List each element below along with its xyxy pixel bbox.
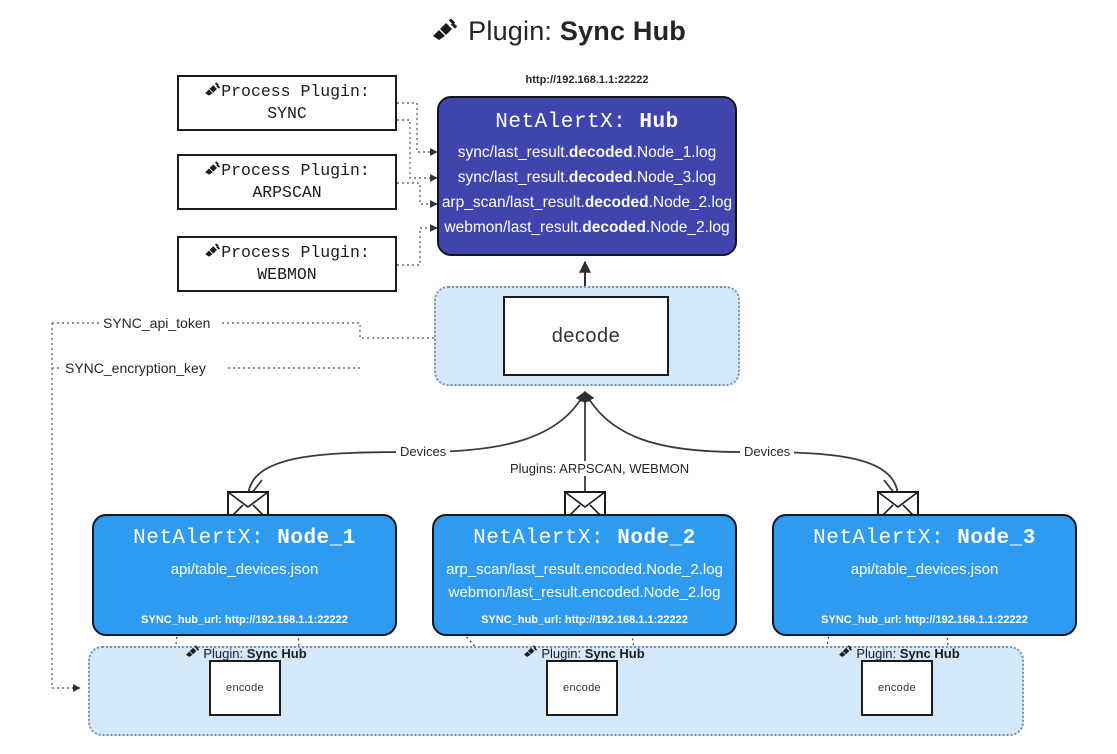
decode-box[interactable]: decode [503,296,669,376]
encoder-plugin-prefix: Plugin: [541,646,582,661]
node-row: arp_scan/last_result.encoded.Node_2.log [446,561,723,578]
process-plugin-label: Process Plugin: [221,82,370,102]
hub-row: sync/last_result.decoded.Node_1.log [439,140,735,165]
node-row: api/table_devices.json [850,561,999,578]
hub-row: arp_scan/last_result.decoded.Node_2.log [439,190,735,215]
page-title-prefix: Plugin: [468,16,553,46]
node-footer: SYNC_hub_url: http://192.168.1.1:22222 [774,614,1075,626]
encoder-plugin-prefix: Plugin: [856,646,897,661]
node-footer-key: SYNC_hub_url: [821,614,902,626]
node-title-prefix: NetAlertX: [473,527,605,550]
node-footer-value: http://192.168.1.1:22222 [904,614,1028,626]
encoder-2-label: Plugin: Sync Hub [523,645,645,661]
label-sync-api-token: SYNC_api_token [100,315,214,331]
plug-icon [185,645,202,661]
node-title: NetAlertX: Node_2 [434,527,735,550]
node-1[interactable]: NetAlertX: Node_1 api/table_devices.json… [92,514,397,636]
edge-arpscan-to-hub-row3 [397,182,438,208]
label-sync-encryption-key: SYNC_encryption_key [62,360,209,376]
encode-box-1[interactable]: encode [209,660,281,716]
node-title-prefix: NetAlertX: [813,527,945,550]
edge-label-devices-left: Devices [396,444,451,459]
node-footer: SYNC_hub_url: http://192.168.1.1:22222 [434,614,735,626]
hub-row-mid: decoded [584,194,649,212]
node-title-prefix: NetAlertX: [133,527,265,550]
hub-row-pre: sync/last_result. [457,169,569,187]
hub-row-mid: decoded [582,219,646,237]
plug-icon [204,82,221,104]
hub-row-pre: webmon/last_result. [444,219,583,237]
node-title: NetAlertX: Node_1 [94,527,395,550]
hub-row-mid: decoded [568,144,633,161]
hub-row-mid: decoded [568,169,633,187]
node-footer: SYNC_hub_url: http://192.168.1.1:22222 [94,614,395,626]
node-rows: api/table_devices.json [774,558,1075,581]
node-title: NetAlertX: Node_3 [774,527,1075,550]
node-rows: api/table_devices.json [94,558,395,581]
hub-node[interactable]: NetAlertX: Hub sync/last_result.decoded.… [437,96,737,256]
node-rows: arp_scan/last_result.encoded.Node_2.log … [434,558,735,605]
node-title-name: Node_2 [617,527,696,550]
hub-title-name: Hub [639,111,679,134]
encoder-plugin-name: Sync Hub [899,646,960,661]
node-title-name: Node_1 [277,527,356,550]
page-title: Plugin: Sync Hub [0,16,1117,49]
process-plugin-sync[interactable]: Process Plugin: SYNC [177,75,397,131]
node-3[interactable]: NetAlertX: Node_3 api/table_devices.json… [772,514,1077,636]
process-plugin-label: Process Plugin: [221,161,370,181]
process-plugin-value: SYNC [267,103,307,123]
hub-row: webmon/last_result.decoded.Node_2.log [439,215,735,240]
process-plugin-label: Process Plugin: [221,243,370,263]
hub-row-post: .Node_3.log [632,169,717,187]
hub-row-post: .Node_2.log [645,219,730,237]
hub-row-post: .Node_2.log [648,194,733,212]
hub-row-pre: sync/last_result. [457,144,569,161]
node-2[interactable]: NetAlertX: Node_2 arp_scan/last_result.e… [432,514,737,636]
edge-label-devices-right: Devices [740,444,795,459]
encoder-plugin-name: Sync Hub [246,646,307,661]
page-title-name: Sync Hub [559,16,686,46]
node-footer-key: SYNC_hub_url: [141,614,222,626]
plug-icon [838,645,855,661]
process-plugin-value: WEBMON [257,264,317,284]
node-title-name: Node_3 [957,527,1036,550]
plug-icon [523,645,540,661]
encoder-plugin-name: Sync Hub [584,646,645,661]
encoder-plugin-prefix: Plugin: [203,646,244,661]
node-footer-value: http://192.168.1.1:22222 [564,614,688,626]
edge-sync-to-hub-row1 [397,102,438,156]
hub-row: sync/last_result.decoded.Node_3.log [439,165,735,190]
encode-box-3[interactable]: encode [861,660,933,716]
node-row: api/table_devices.json [170,561,319,578]
edge-webmon-to-hub-row4 [397,224,438,266]
hub-title-prefix: NetAlertX: [495,111,627,134]
hub-rows: sync/last_result.decoded.Node_1.log sync… [439,140,735,240]
edge-label-plugins-middle: Plugins: ARPSCAN, WEBMON [506,461,694,476]
hub-url: http://192.168.1.1:22222 [525,74,649,86]
node-footer-key: SYNC_hub_url: [481,614,562,626]
encoder-3-label: Plugin: Sync Hub [838,645,960,661]
plug-icon [204,243,221,265]
hub-title: NetAlertX: Hub [439,111,735,134]
process-plugin-arpscan[interactable]: Process Plugin: ARPSCAN [177,154,397,210]
plug-icon [431,18,464,48]
process-plugin-value: ARPSCAN [252,182,322,202]
hub-row-pre: arp_scan/last_result. [441,194,585,212]
edge-sync-to-hub-row2 [397,119,438,182]
node-footer-value: http://192.168.1.1:22222 [224,614,348,626]
node-row: webmon/last_result.encoded.Node_2.log [448,584,721,602]
plug-icon [204,161,221,183]
hub-row-post: .Node_1.log [632,144,717,161]
encoder-1-label: Plugin: Sync Hub [185,645,307,661]
encode-box-2[interactable]: encode [546,660,618,716]
process-plugin-webmon[interactable]: Process Plugin: WEBMON [177,236,397,292]
edge-key-rail-to-band [51,368,81,692]
